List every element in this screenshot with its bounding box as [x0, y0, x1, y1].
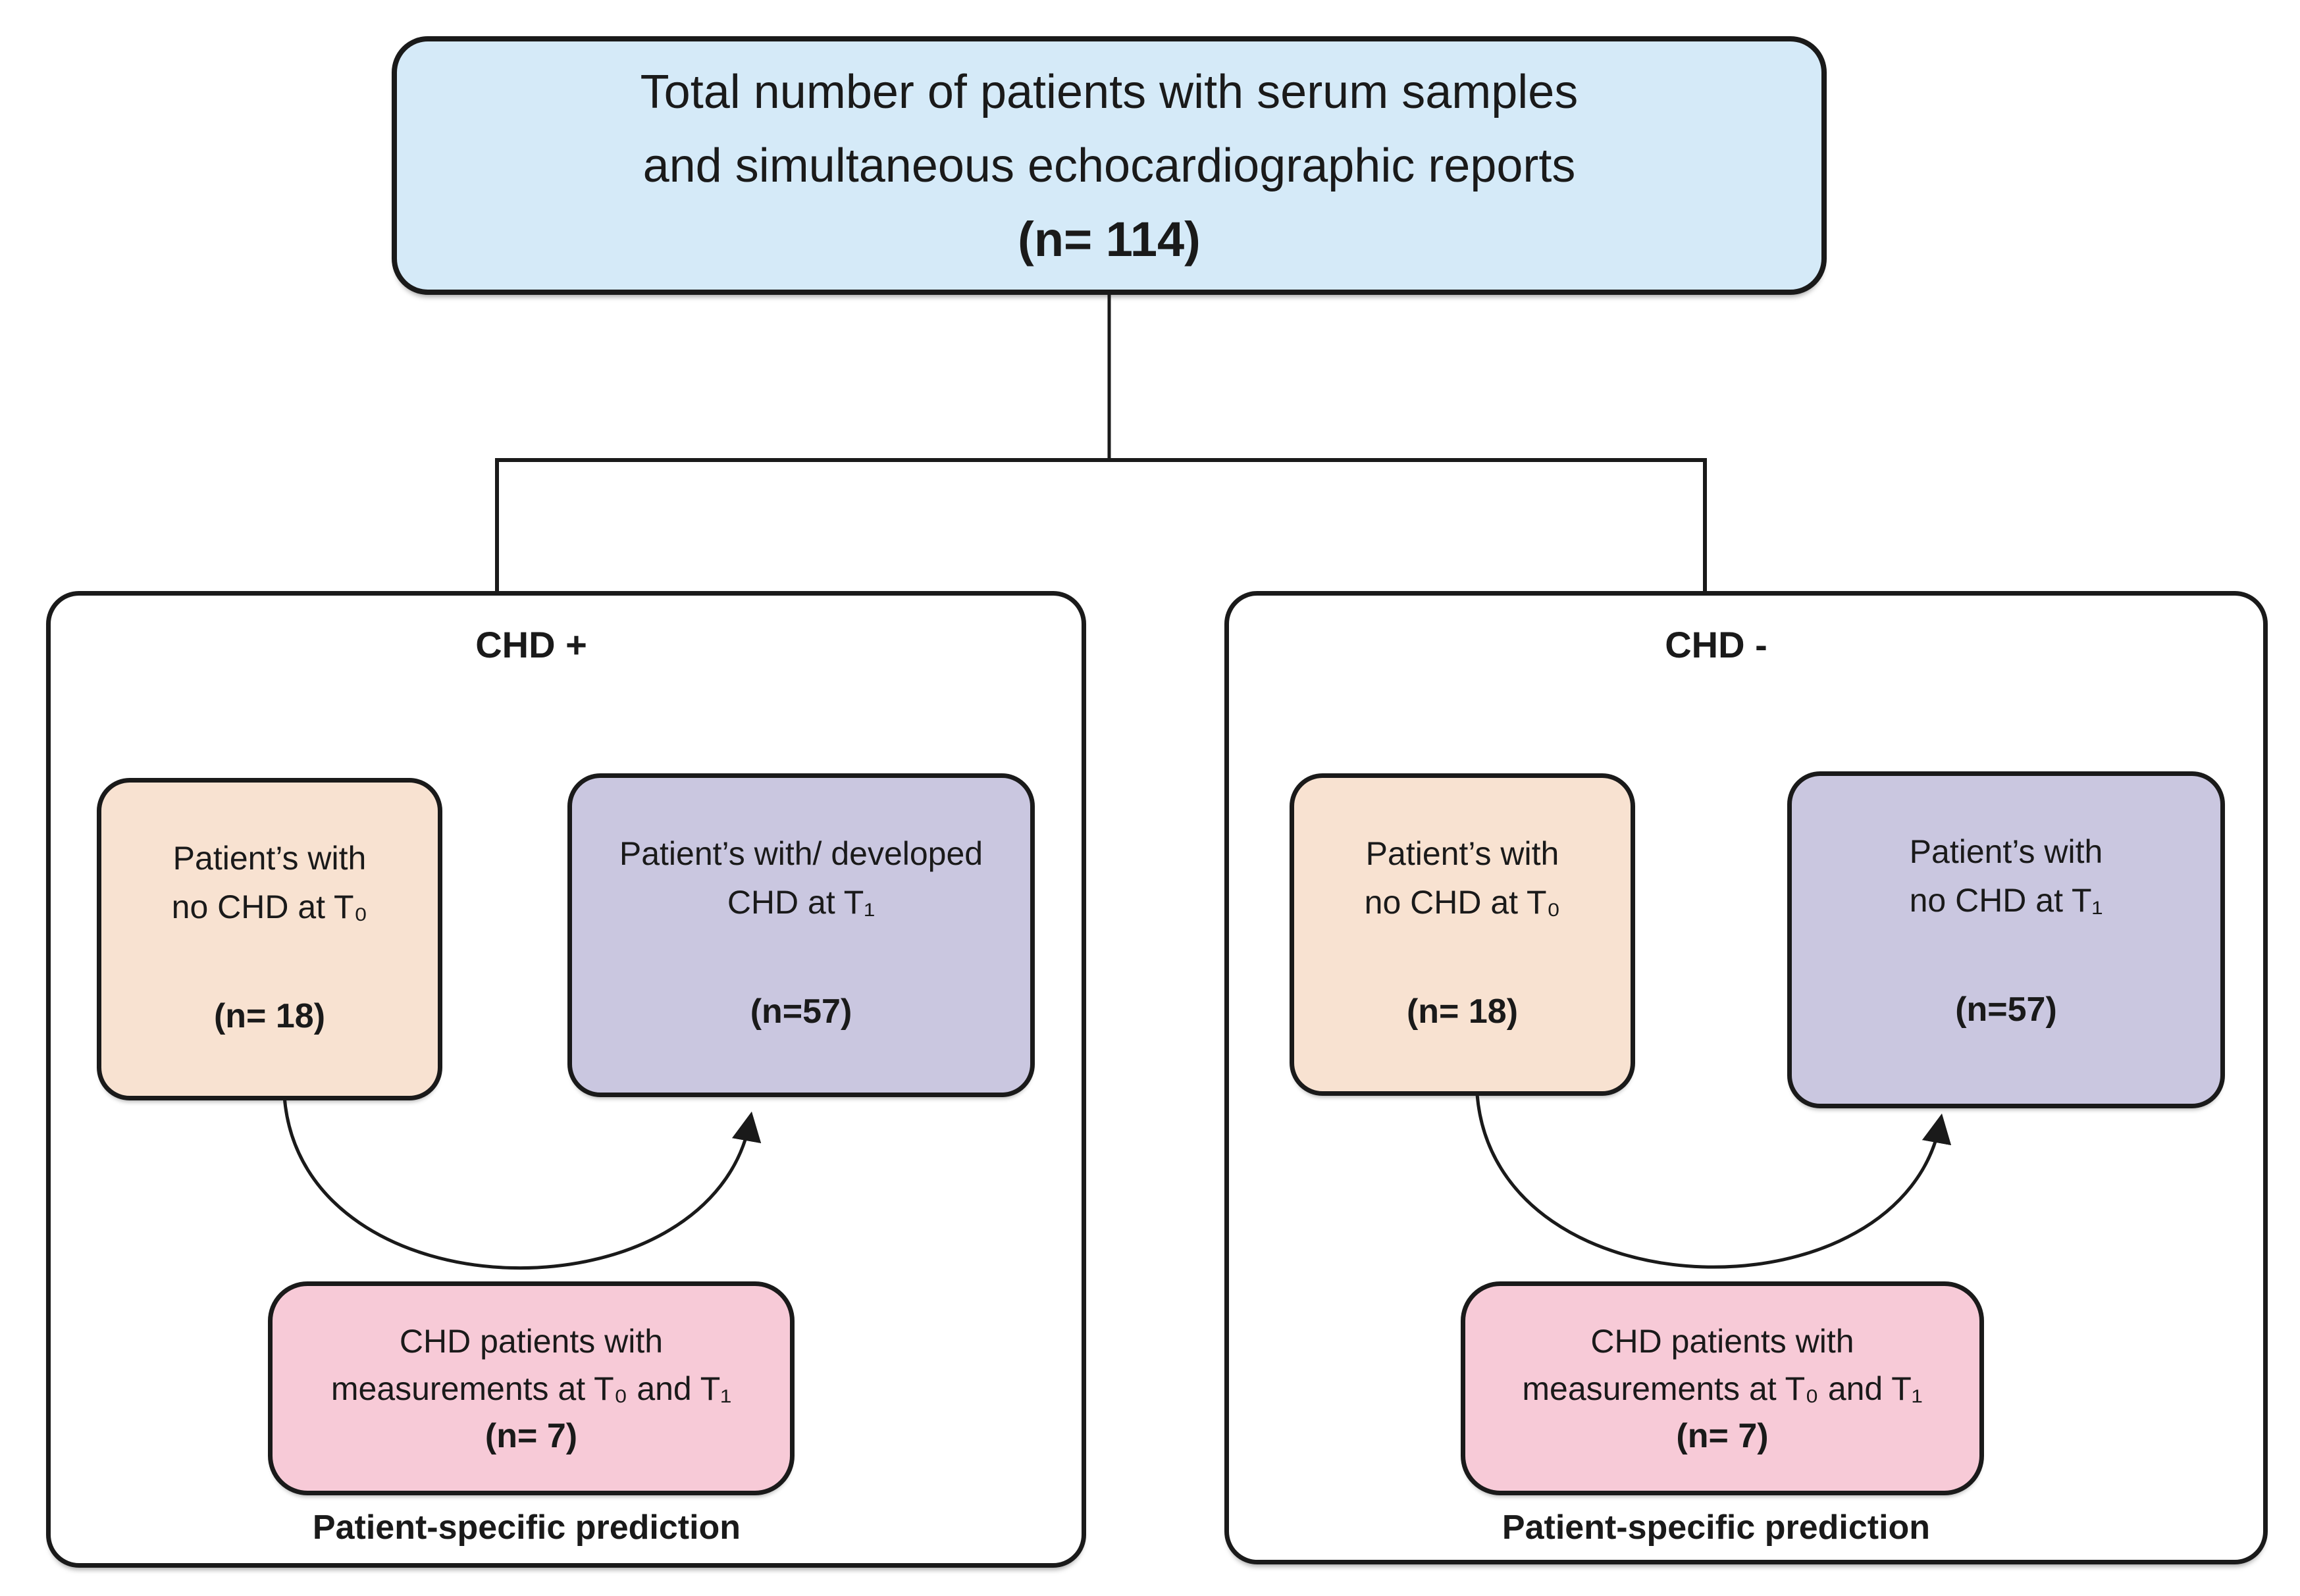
chd-negative-no-chd-t0-box: Patient’s with no CHD at T₀ (n= 18) [1290, 773, 1635, 1096]
chd-negative-group-box: CHD - Patient’s with no CHD at T₀ (n= 18… [1224, 591, 2268, 1564]
chd-positive-group-box: CHD + Patient’s with no CHD at T₀ (n= 18… [46, 591, 1086, 1568]
no-chd-t0-line2: no CHD at T₀ [1364, 884, 1561, 921]
chd-positive-chd-t1-box: Patient’s with/ developed CHD at T₁ (n=5… [567, 773, 1035, 1097]
no-chd-t0-count: (n= 18) [213, 997, 326, 1035]
chd-negative-no-chd-t1-box: Patient’s with no CHD at T₁ (n=57) [1787, 771, 2225, 1108]
chd-negative-footer: Patient-specific prediction [1502, 1508, 1931, 1547]
chd-positive-no-chd-t0-box: Patient’s with no CHD at T₀ (n= 18) [97, 778, 442, 1100]
overlap-line1: CHD patients with [399, 1322, 664, 1360]
no-chd-t0-count: (n= 18) [1406, 992, 1519, 1031]
chd-t1-count: (n=57) [750, 992, 852, 1031]
chd-t1-line1: Patient’s with/ developed [619, 835, 983, 872]
overlap-line2: measurements at T₀ and T₁ [1522, 1370, 1923, 1407]
no-chd-t1-line1: Patient’s with [1909, 833, 2103, 870]
total-patients-line1: Total number of patients with serum samp… [640, 65, 1579, 118]
overlap-line1: CHD patients with [1590, 1322, 1854, 1360]
no-chd-t0-line1: Patient’s with [172, 840, 367, 877]
no-chd-t0-line2: no CHD at T₀ [171, 888, 368, 925]
no-chd-t0-line1: Patient’s with [1365, 835, 1559, 872]
overlap-count: (n= 7) [484, 1416, 578, 1455]
chd-negative-overlap-box: CHD patients with measurements at T₀ and… [1461, 1281, 1984, 1495]
no-chd-t1-count: (n=57) [1955, 991, 2057, 1029]
no-chd-t1-line2: no CHD at T₁ [1909, 882, 2103, 919]
total-patients-box: Total number of patients with serum samp… [392, 36, 1827, 295]
chd-negative-header: CHD - [1665, 624, 1767, 665]
overlap-count: (n= 7) [1676, 1416, 1769, 1455]
chd-t1-line2: CHD at T₁ [727, 884, 876, 921]
chd-positive-header: CHD + [475, 624, 587, 665]
chd-positive-overlap-box: CHD patients with measurements at T₀ and… [268, 1281, 795, 1495]
overlap-line2: measurements at T₀ and T₁ [330, 1370, 732, 1407]
total-patients-count: (n= 114) [1018, 211, 1201, 267]
chd-positive-footer: Patient-specific prediction [312, 1508, 741, 1547]
total-patients-line2: and simultaneous echocardiographic repor… [642, 139, 1576, 192]
